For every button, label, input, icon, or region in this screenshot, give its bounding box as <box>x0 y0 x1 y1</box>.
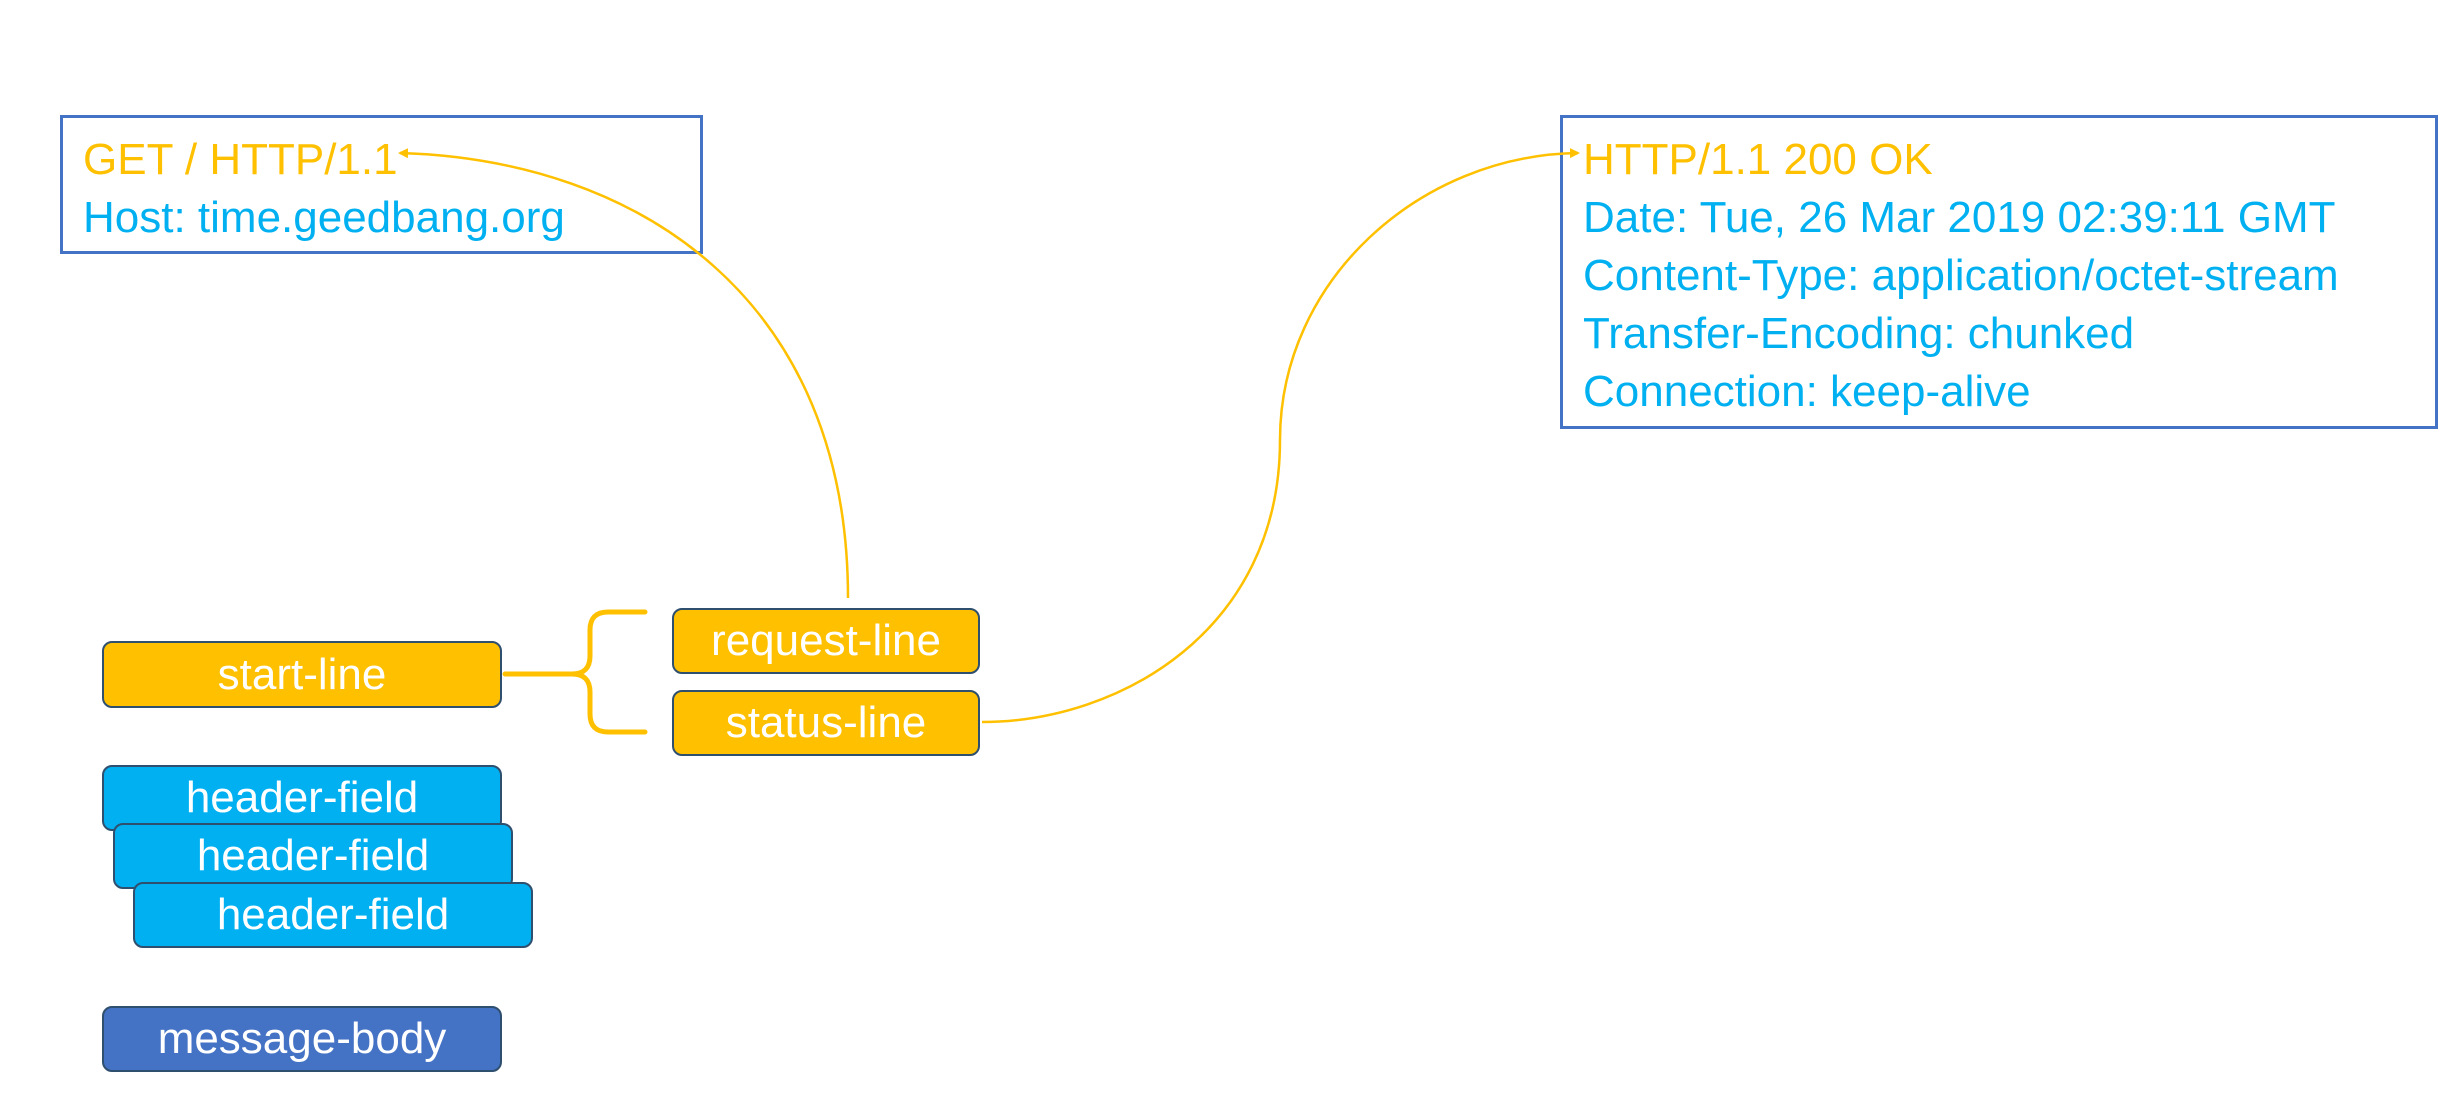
status-line-block: status-line <box>672 690 980 756</box>
response-example-box: HTTP/1.1 200 OK Date: Tue, 26 Mar 2019 0… <box>1560 115 2438 429</box>
request-line-block: request-line <box>672 608 980 674</box>
header-field-block: header-field <box>133 882 533 948</box>
header-field-block: header-field <box>102 765 502 831</box>
request-start-line: GET / HTTP/1.1 <box>83 135 398 184</box>
response-header-content-type: Content-Type: application/octet-stream <box>1583 251 2339 300</box>
status-line-arrow <box>981 148 1580 724</box>
brace-connector <box>502 609 648 735</box>
request-example-box: GET / HTTP/1.1 Host: time.geedbang.org <box>60 115 703 254</box>
header-field-block: header-field <box>113 823 513 889</box>
response-start-line: HTTP/1.1 200 OK <box>1583 135 1933 184</box>
start-line-block: start-line <box>102 641 502 708</box>
request-header-host: Host: time.geedbang.org <box>83 193 565 242</box>
message-body-block: message-body <box>102 1006 502 1072</box>
response-header-date: Date: Tue, 26 Mar 2019 02:39:11 GMT <box>1583 193 2336 242</box>
response-header-transfer-encoding: Transfer-Encoding: chunked <box>1583 309 2135 358</box>
response-header-connection: Connection: keep-alive <box>1583 367 2031 416</box>
